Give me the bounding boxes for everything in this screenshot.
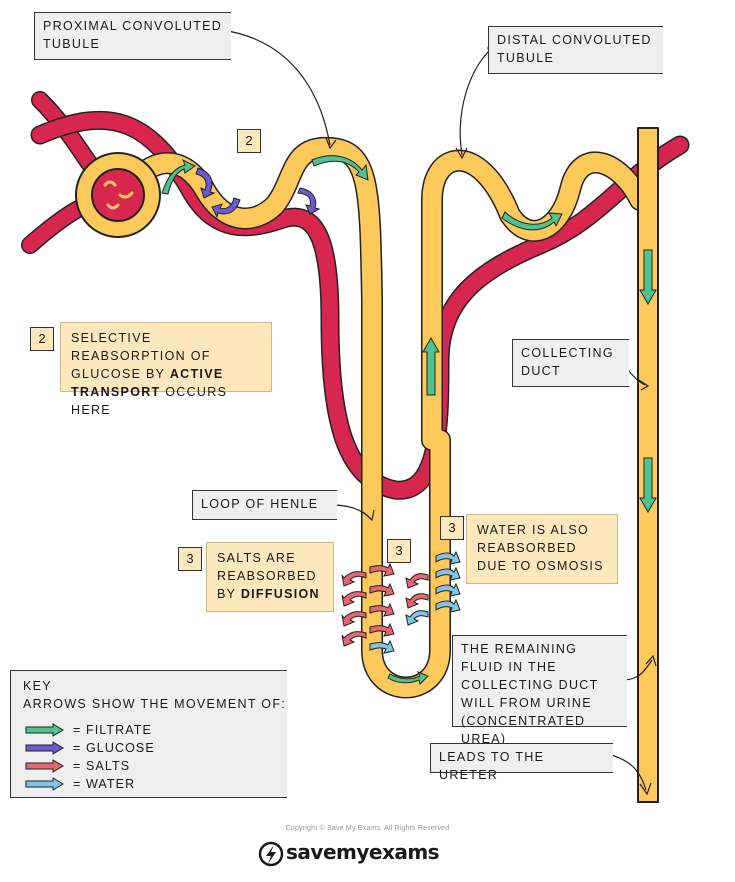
- water-arrow-icon: [25, 777, 64, 791]
- key-row-glucose: = GLUCOSE: [25, 741, 154, 757]
- step-3-salts-explanation: SALTS ARE REABSORBED BY DIFFUSION: [206, 542, 334, 612]
- diffusion-term: DIFFUSION: [240, 587, 320, 601]
- salts-arrows-left: [341, 562, 395, 647]
- salts-arrows-right: [405, 573, 429, 609]
- marker-3-salts: 3: [178, 547, 202, 571]
- active-transport-term: ACTIVE TRANSPORT: [71, 367, 224, 399]
- blood-vessels: [21, 91, 690, 500]
- key-panel: KEY ARROWS SHOW THE MOVEMENT OF: = FILTR…: [10, 670, 287, 798]
- label-loop-of-henle: LOOP OF HENLE: [192, 490, 337, 520]
- marker-3-water: 3: [440, 516, 464, 540]
- filtrate-arrow-icon: [25, 723, 64, 737]
- key-row-filtrate: = FILTRATE: [25, 723, 151, 739]
- savemyexams-logo-icon: [258, 841, 284, 867]
- label-ureter: LEADS TO THE URETER: [430, 743, 613, 782]
- key-subtitle: ARROWS SHOW THE MOVEMENT OF:: [23, 697, 287, 711]
- label-collecting-duct: COLLECTING DUCT: [512, 339, 629, 387]
- glucose-arrows: [195, 167, 321, 219]
- key-title: KEY: [23, 679, 52, 693]
- copyright-notice: Copyright © Save My Exams. All Rights Re…: [285, 825, 450, 832]
- marker-2: 2: [30, 327, 54, 351]
- label-remaining-fluid: THE REMAINING FLUID IN THE COLLECTING DU…: [452, 635, 627, 746]
- brand-logo[interactable]: savemyexams: [258, 840, 440, 870]
- marker-2-pct: 2: [237, 129, 261, 153]
- marker-3-loop: 3: [387, 539, 411, 563]
- brand-name: savemyexams: [286, 840, 440, 864]
- label-distal-convoluted-tubule: DISTAL CONVOLUTED TUBULE: [488, 26, 663, 74]
- step-3-water-explanation: WATER IS ALSO REABSORBED DUE TO OSMOSIS: [466, 514, 618, 584]
- key-row-water: = WATER: [25, 777, 134, 793]
- filtrate-arrows: [161, 155, 657, 685]
- key-row-salts: = SALTS: [25, 759, 129, 775]
- water-arrows-right: [369, 550, 461, 654]
- label-proximal-convoluted-tubule: PROXIMAL CONVOLUTED TUBULE: [34, 12, 231, 60]
- glucose-arrow-icon: [25, 741, 64, 755]
- salts-arrow-icon: [25, 759, 64, 773]
- glomerulus: [91, 168, 145, 222]
- salt-water-arrows: [341, 550, 461, 654]
- step-2-explanation: SELECTIVE REABSORPTION OF GLUCOSE BY ACT…: [60, 322, 272, 417]
